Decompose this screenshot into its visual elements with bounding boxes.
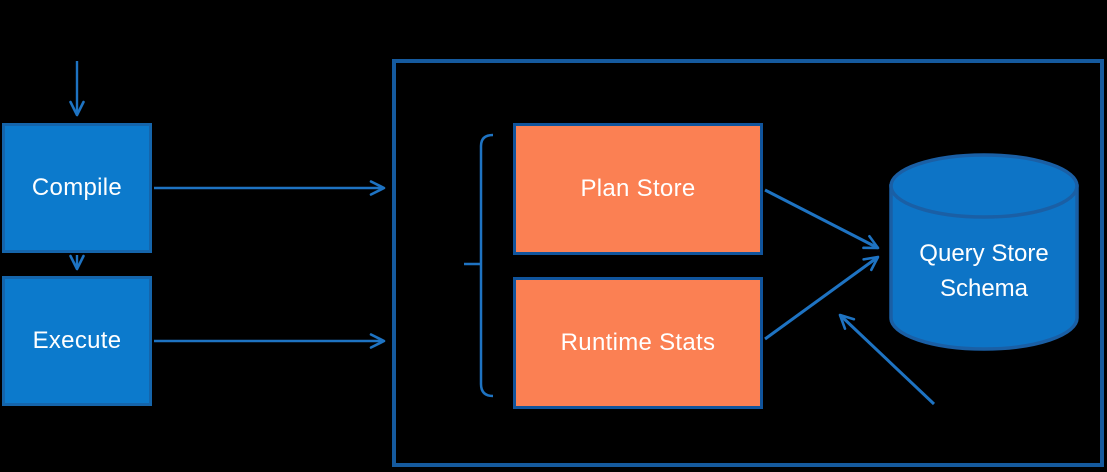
plan-store-label: Plan Store	[580, 175, 696, 202]
stores-group-bracket	[464, 133, 494, 398]
query-store-schema-label: Query Store Schema	[919, 240, 1049, 302]
execute-label: Execute	[32, 327, 122, 354]
runtime-stats-node: Runtime Stats	[513, 277, 763, 409]
cylinder-top	[889, 153, 1079, 219]
arrow-bottom-to-schema	[838, 313, 936, 406]
database-cylinder	[889, 153, 1079, 351]
cylinder-body	[889, 184, 1079, 351]
runtime-stats-label: Runtime Stats	[560, 329, 716, 356]
query-store-container-box	[392, 59, 1104, 467]
execute-node: Execute	[2, 276, 152, 406]
plan-store-node: Plan Store	[513, 123, 763, 255]
compile-label: Compile	[31, 174, 123, 201]
compile-node: Compile	[2, 123, 152, 253]
arrow-planstore-to-schema	[764, 188, 880, 250]
arrow-runtimestats-to-schema	[764, 255, 880, 341]
